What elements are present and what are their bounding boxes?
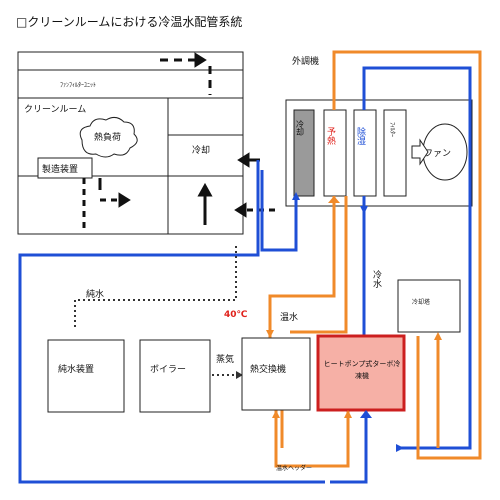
manufacturing-equipment-box [37,157,93,179]
boiler-box [139,339,211,413]
heat-pump-chiller-box [316,334,406,412]
filter-column [383,109,407,197]
hot-water-header-label: 温水ヘッダー [276,464,312,472]
cooling-coil-column [293,109,315,197]
cooling-coil-column-label: 冷却 [296,119,305,137]
dehumidify-label: 除湿 [355,126,366,145]
chilled-water-label: 冷水 [371,269,382,288]
manufacturing-equipment-label: 製造装置 [42,163,78,175]
fan-direction-arrow-icon [411,138,429,166]
boiler-label: ボイラー [150,364,186,375]
filter-label: ﾌｨﾙﾀｰ [389,122,396,137]
steam-dotted-line [74,246,237,330]
fan-filter-unit-label: ﾌｧﾝﾌｨﾙﾀｰﾕﾆｯﾄ [60,82,96,89]
fan-label: ファン [424,149,451,159]
cooling-tower-box [397,279,461,333]
pure-water-device-box [47,339,125,413]
pipe-arrow-heads [266,192,442,452]
steam-label: 蒸気 [216,353,234,365]
dehumidify-column [353,109,377,197]
heat-pump-chiller-label: ヒートポンプ式ターボ冷凍機 [323,360,401,380]
heat-load-label: 熱負荷 [94,131,121,143]
steam-arrow-head-icon [236,371,243,379]
pure-water-device-label: 純水装置 [58,363,94,375]
temperature-40c-label: 40℃ [224,310,248,320]
diagram-title: □クリーンルームにおける冷温水配管系統 [16,14,242,29]
preheat-column [323,109,347,197]
clean-room-building [17,51,244,235]
pure-water-label: 純水 [86,288,104,300]
cooling-tower-label: 冷却塔 [412,298,430,306]
preheat-label: 予熱 [325,127,336,146]
hot-water-pipes [268,50,482,468]
cooling-coil-label: 冷却 [192,144,210,156]
heat-exchanger-label: 熱交換機 [250,363,286,375]
hot-water-label: 温水 [280,311,298,323]
airflow-arrows [82,52,275,228]
heat-load-cloud [79,116,138,158]
clean-room-label: クリーンルーム [24,104,86,115]
outdoor-unit-label: 外調機 [292,55,319,67]
chilled-water-pipes [18,66,472,484]
